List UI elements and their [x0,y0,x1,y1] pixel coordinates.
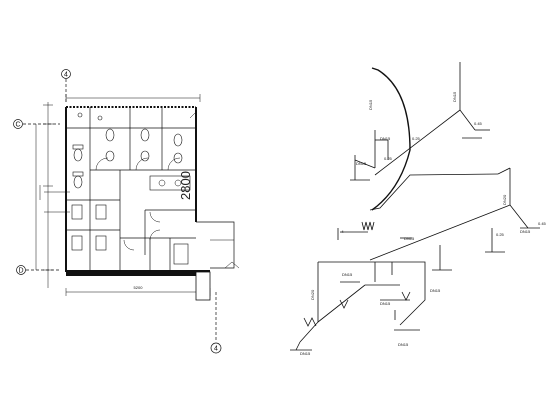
slab-edge [66,270,210,276]
pipe-size-label: DN15 [368,99,373,110]
svg-text:C: C [15,122,20,129]
pipe-size-label: DN15 [380,301,391,306]
curved-wall-arc [371,67,411,211]
pipe-low-left [299,262,319,343]
pipe-labels: DN15 DN15 DN15 DN15 DN20 DN15 DN15 DN15 … [300,91,531,356]
pipe-size-label: DN15 [452,91,457,102]
pipe-size-label: DN15 [380,136,391,141]
grid-axis-c: C [13,119,60,129]
elevation-label: 0.25 [412,136,421,141]
pipe-size-label: DN15 [300,351,311,356]
corridor-wall [196,221,235,269]
level-mark: -4 [340,229,344,234]
elevation-label: 0.45 [474,121,483,126]
sink-counter [149,175,191,191]
partitions [66,107,196,272]
pipe-size-label: DN20 [502,194,507,205]
pipe-size-label: DN15 [342,272,353,277]
door-swings [95,157,181,251]
pipe-size-label: DN15 [356,161,367,166]
svg-text:D: D [18,268,23,275]
pipe-low-right [318,261,426,326]
pipe-size-label: DN20 [310,289,315,300]
isometric-piping [290,62,540,351]
floor-plan: 4 C D 4 [13,69,240,354]
elevation-label: 0.25 [496,232,505,237]
grid-axis-bottom: 4 [210,292,222,354]
pipe-size-label: DN15 [398,342,409,347]
elevation-label: 0.45 [538,221,547,226]
pipe-size-label: DN15 [430,288,441,293]
pipe-size-label: DN15 [520,229,531,234]
bottom-dimension-text: 5200 [134,285,144,290]
elevation-labels: 0.45 0.25 0.25 0.45 0.25 [384,121,547,237]
grid-axis-d: D [16,265,60,275]
room-number: 2800 [178,171,193,200]
elevation-label: 0.25 [384,156,393,161]
toilet-fixtures [71,112,189,265]
pipe-size-label: DN15 [404,236,415,241]
leader-lines [39,111,197,213]
svg-text:4: 4 [214,346,218,353]
column [195,271,211,301]
dimension-lines [35,94,211,296]
svg-text:4: 4 [64,72,68,79]
